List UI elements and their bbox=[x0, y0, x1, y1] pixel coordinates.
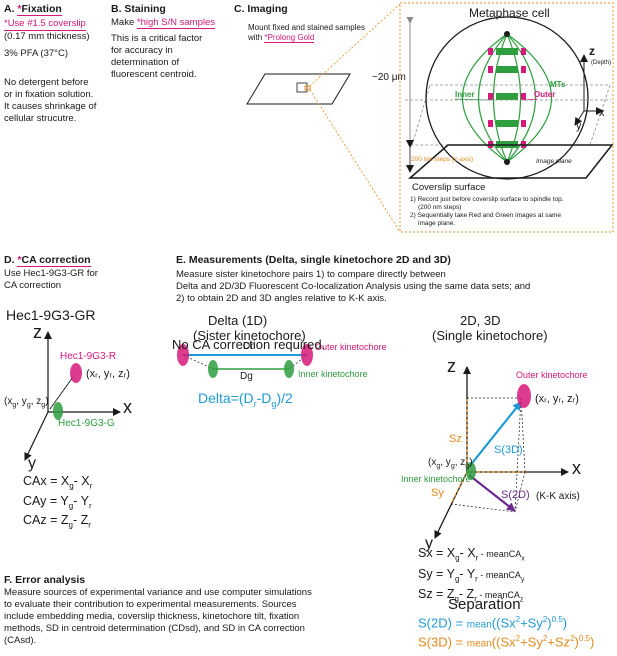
axis-z-label: z bbox=[589, 44, 595, 58]
dg-label: Dg bbox=[240, 371, 253, 382]
outer-label: Outer bbox=[534, 90, 556, 99]
staining-text: Make *high S/N samples This is a critica… bbox=[111, 17, 216, 80]
fixation-heading: A. *Fixation bbox=[4, 3, 62, 16]
s-equations: Sx = Xg- Xr - meanCAx Sy = Yg- Yr - mean… bbox=[418, 546, 525, 604]
sy-label: Sy bbox=[431, 487, 444, 499]
hec1-green-coord: (xg, yg, zg) bbox=[4, 396, 49, 409]
sk-green-coord: (xg, yg, zg) bbox=[428, 457, 473, 470]
single-kinetochore-diagram bbox=[434, 366, 569, 539]
measurements-heading: E. Measurements (Delta, single kinetocho… bbox=[176, 254, 451, 266]
ca-axis-z: z bbox=[33, 322, 42, 342]
metaphase-box bbox=[399, 2, 614, 233]
imaging-mount-text: Mount fixed and stained samples with *Pr… bbox=[248, 23, 365, 43]
measurements-text: Measure sister kinetochore pairs 1) to c… bbox=[176, 269, 531, 304]
coverslip-surface-label: Coverslip surface bbox=[412, 182, 486, 193]
sz-label: Sz bbox=[449, 433, 462, 445]
delta-equation: Delta=(Dr-Dg)/2 bbox=[198, 390, 293, 409]
delta-subheading: (Sister kinetochore) bbox=[193, 328, 306, 343]
error-analysis-text: Measure sources of experimental variance… bbox=[4, 587, 312, 646]
hec1-green-label: Hec1-9G3-G bbox=[58, 418, 115, 429]
sk-inner-label: Inner kinetochore bbox=[401, 474, 471, 484]
image-plane-label: Image plane bbox=[536, 158, 572, 165]
metaphase-title: Metaphase cell bbox=[469, 6, 550, 20]
error-analysis-heading: F. Error analysis bbox=[4, 574, 86, 586]
hec1-title: Hec1-9G3-GR bbox=[6, 307, 96, 323]
axis-y-label: y bbox=[576, 120, 582, 132]
imaging-heading: C. Imaging bbox=[234, 3, 288, 15]
delta-heading: Delta (1D) bbox=[208, 313, 268, 328]
outer-kinetochore-label: Outer kinetochore bbox=[315, 342, 387, 352]
delta-diagram bbox=[177, 344, 313, 378]
imaging-notes: 1) Record just before coverslip surface … bbox=[410, 196, 564, 227]
hec1-red-coord: (xᵣ, yᵣ, zᵣ) bbox=[86, 368, 130, 380]
dr-label: Dr bbox=[243, 341, 254, 352]
metaphase-cell bbox=[405, 16, 614, 180]
kk-axis-label: (K-K axis) bbox=[536, 491, 580, 502]
inner-label: Inner bbox=[455, 90, 475, 99]
sk-axis-x: x bbox=[572, 458, 581, 478]
hec1-red-label: Hec1-9G3-R bbox=[60, 351, 117, 362]
no-ca-correction-note: No CA correction required. bbox=[172, 337, 326, 352]
mts-label: MTs bbox=[550, 80, 566, 89]
ca-correction-heading: D. *CA correction bbox=[4, 254, 91, 267]
ca-axis-y: y bbox=[28, 455, 36, 472]
s2d-equation: S(2D) = mean((Sx2+Sy2)0.5) bbox=[418, 615, 568, 631]
inner-kinetochore-label: Inner kinetochore bbox=[298, 369, 368, 379]
fixation-text: *Use #1.5 coverslip (0.17 mm thickness) … bbox=[4, 18, 97, 124]
sk-subheading: (Single kinetochore) bbox=[432, 328, 548, 343]
s2d-label: S(2D) bbox=[501, 489, 530, 501]
zoom-line-bottom bbox=[309, 89, 401, 233]
sk-outer-label: Outer kinetochore bbox=[516, 370, 588, 380]
ca-axes bbox=[24, 331, 121, 461]
sk-heading: 2D, 3D bbox=[460, 313, 501, 328]
separation-title: Separation bbox=[448, 596, 521, 613]
depth-label: (Depth) bbox=[591, 60, 612, 66]
z-steps-label: 200 nm steps (z-axis) bbox=[411, 156, 474, 163]
ca-equations: CAx = Xg- Xr CAy = Yg- Yr CAz = Zg- Zr bbox=[23, 474, 93, 530]
axis-x-label: x bbox=[599, 107, 605, 119]
sk-red-coord: (xᵣ, yᵣ, zᵣ) bbox=[535, 393, 579, 405]
staining-heading: B. Staining bbox=[111, 3, 166, 15]
cell-size-label: ~20 μm bbox=[372, 72, 406, 83]
s3d-label: S(3D) bbox=[494, 444, 523, 456]
ca-correction-text: Use Hec1-9G3-GR for CA correction bbox=[4, 268, 98, 291]
sk-axis-z: z bbox=[447, 356, 456, 376]
sk-axis-y: y bbox=[425, 535, 433, 552]
coverslip-sketch bbox=[246, 73, 351, 105]
ca-axis-x: x bbox=[123, 397, 132, 417]
zoom-line-top bbox=[309, 3, 401, 87]
s3d-equation: S(3D) = mean((Sx2+Sy2+Sz2)0.5) bbox=[418, 634, 595, 650]
